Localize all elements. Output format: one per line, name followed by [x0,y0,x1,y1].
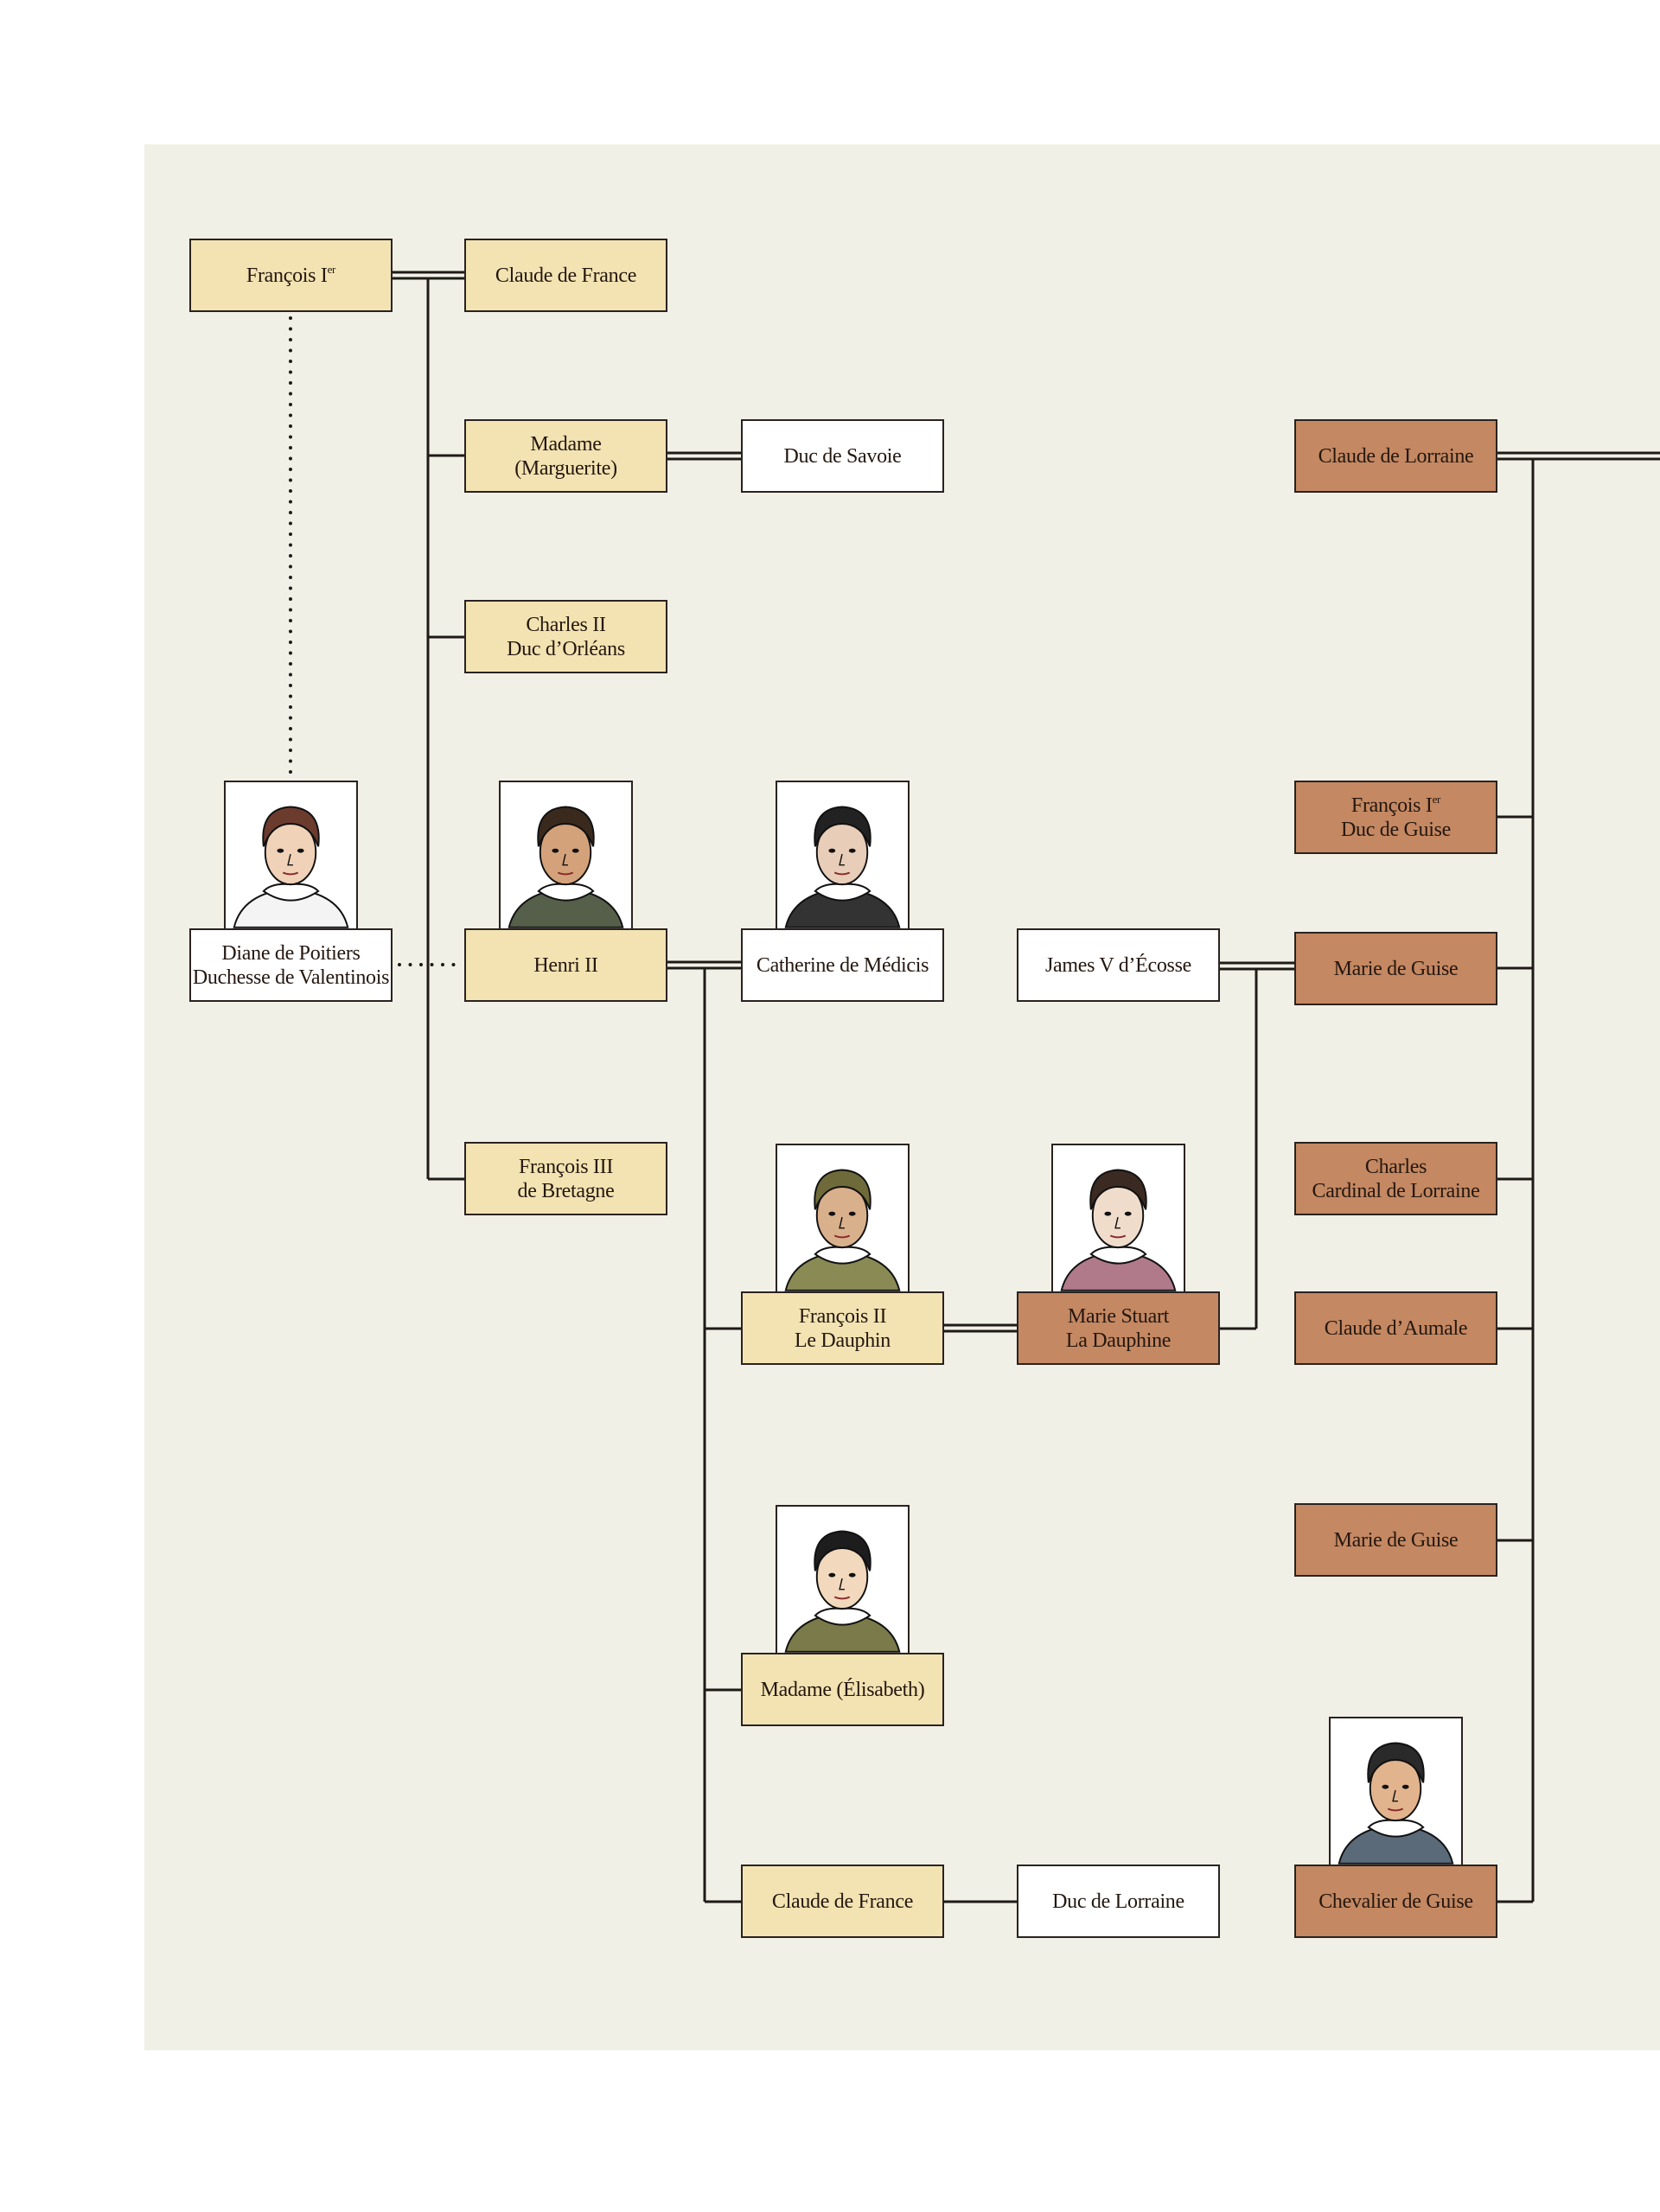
person-madame-marguerite[interactable]: Madame(Marguerite) [464,419,667,493]
name: François I [1350,794,1433,817]
ordinal-suffix: er [327,262,336,276]
title: Cardinal de Lorraine [1312,1179,1480,1202]
person-francois-ier[interactable]: François Ier [189,239,393,312]
name: Catherine de Médicis [756,953,929,977]
person-claude-daumale[interactable]: Claude d’Aumale [1294,1291,1497,1365]
portrait-illustration [508,806,624,928]
person-chevalier-de-guise[interactable]: Chevalier de Guise [1294,1865,1497,1938]
name: Henri II [533,953,598,977]
name: François II [798,1304,887,1328]
portrait-francois-ii [776,1144,910,1291]
name: James V d’Écosse [1045,953,1191,977]
name: Duc de Lorraine [1052,1890,1184,1913]
portrait-elisabeth [776,1505,910,1653]
name: Duc de Savoie [783,444,902,468]
name: Diane de Poitiers [221,941,361,965]
title: Duchesse de Valentinois [192,966,390,989]
name: François III [518,1155,614,1178]
portrait-illustration [784,1169,901,1291]
portrait-illustration [233,806,349,928]
ordinal-suffix: er [1432,792,1441,806]
person-catherine-de-medicis[interactable]: Catherine de Médicis [741,928,944,1002]
name: Marie de Guise [1333,1528,1459,1552]
title: Le Dauphin [795,1329,891,1352]
title: La Dauphine [1065,1329,1172,1352]
name: Charles II [526,613,606,636]
portrait-illustration [784,1530,901,1653]
title: Duc d’Orléans [507,637,625,660]
title: (Marguerite) [514,456,617,480]
person-duc-de-savoie[interactable]: Duc de Savoie [741,419,944,493]
person-claude-de-france-daughter[interactable]: Claude de France [741,1865,944,1938]
portrait-illustration [784,806,901,928]
title: de Bretagne [517,1179,615,1202]
title: Duc de Guise [1340,818,1452,841]
portrait-illustration [1060,1169,1177,1291]
portrait-chevalier-de-guise [1329,1717,1463,1865]
person-claude-de-lorraine[interactable]: Claude de Lorraine [1294,419,1497,493]
portrait-marie-stuart [1051,1144,1185,1291]
name: Claude de France [495,264,637,287]
name: Marie Stuart [1067,1304,1170,1328]
portrait-catherine-de-medicis [776,781,910,928]
person-madame-elisabeth[interactable]: Madame (Élisabeth) [741,1653,944,1726]
name: Chevalier de Guise [1318,1890,1473,1913]
name: Marie de Guise [1333,957,1459,980]
person-marie-de-guise-2[interactable]: Marie de Guise [1294,1503,1497,1577]
portrait-henri-ii [499,781,633,928]
name: François I [246,264,328,287]
person-henri-ii[interactable]: Henri II [464,928,667,1002]
person-marie-de-guise[interactable]: Marie de Guise [1294,932,1497,1005]
portrait-diane-de-poitiers [224,781,358,928]
name: Claude de France [771,1890,914,1913]
name: Claude d’Aumale [1324,1316,1468,1340]
name: Claude de Lorraine [1318,444,1474,468]
person-james-v[interactable]: James V d’Écosse [1017,928,1220,1002]
name: Charles [1364,1155,1427,1178]
name: Madame (Élisabeth) [760,1678,925,1701]
name: Madame [530,432,602,456]
person-claude-de-france[interactable]: Claude de France [464,239,667,312]
portrait-illustration [1338,1742,1454,1865]
person-duc-de-lorraine[interactable]: Duc de Lorraine [1017,1865,1220,1938]
